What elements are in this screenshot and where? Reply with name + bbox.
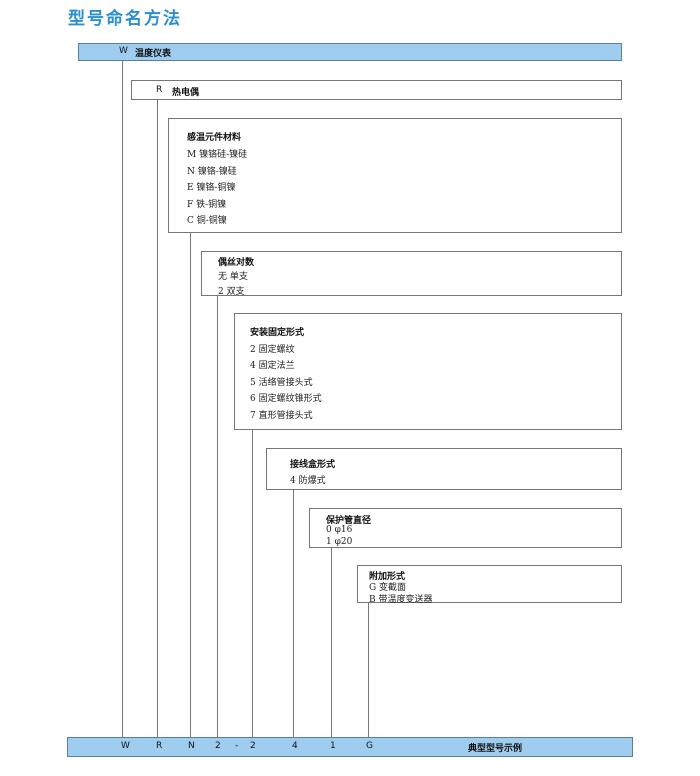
- wire-pairs-item: 无 单支: [218, 272, 248, 282]
- extra-heading: 附加形式: [369, 572, 406, 582]
- connector-w: [122, 61, 123, 737]
- example-code: W: [121, 741, 130, 751]
- mounting-item: 4 固定法兰: [250, 361, 295, 371]
- material-box: 感温元件材料 M 镍铬硅-镍硅 N 镍铬-镍硅 E 镍铬-铜镍 F 铁-铜镍 C…: [168, 118, 622, 233]
- wire-pairs-box: 偶丝对数 无 单支 2 双支: [201, 251, 622, 297]
- connector-r: [157, 99, 158, 737]
- connector-g: [368, 602, 369, 737]
- thermocouple-label: 热电偶: [172, 88, 200, 98]
- mounting-box: 安装固定形式 2 固定螺纹 4 固定法兰 5 活络管接头式 6 固定螺纹锥形式 …: [234, 313, 622, 430]
- extra-item: B 带温度变送器: [369, 595, 433, 605]
- mounting-heading: 安装固定形式: [250, 328, 305, 338]
- thermocouple-box: R 热电偶: [131, 80, 622, 100]
- material-item: N 镍铬-镍硅: [187, 167, 237, 177]
- wire-pairs-item: 2 双支: [218, 287, 245, 297]
- material-item: M 镍铬硅-镍硅: [187, 150, 248, 160]
- thermocouple-code: R: [156, 85, 163, 95]
- page-title: 型号命名方法: [68, 9, 182, 29]
- example-label: 典型型号示例: [468, 744, 523, 754]
- example-code: 4: [292, 741, 298, 751]
- extra-form-box: 附加形式 G 变截面 B 带温度变送器: [357, 565, 622, 605]
- example-bar: W R N 2 - 2 4 1 G 典型型号示例: [67, 737, 633, 757]
- connector-2b: [252, 429, 253, 737]
- top-bar-code: W: [119, 46, 128, 56]
- connector-4: [293, 489, 294, 737]
- top-bar-label: 温度仪表: [135, 49, 172, 59]
- connector-2a: [217, 295, 218, 737]
- mounting-item: 5 活络管接头式: [250, 378, 313, 388]
- example-code: 1: [330, 741, 336, 751]
- example-code: 2: [215, 741, 221, 751]
- example-code: -: [235, 741, 239, 751]
- tube-diameter-box: 保护管直径 0 φ16 1 φ20: [309, 508, 622, 548]
- tube-item: 1 φ20: [326, 537, 353, 547]
- tube-item: 0 φ16: [326, 525, 353, 535]
- mounting-item: 2 固定螺纹: [250, 345, 295, 355]
- material-item: C 铜-铜镍: [187, 216, 227, 226]
- wire-pairs-heading: 偶丝对数: [218, 258, 255, 268]
- example-code: G: [366, 741, 373, 751]
- connector-1: [331, 547, 332, 737]
- mounting-item: 6 固定螺纹锥形式: [250, 394, 322, 404]
- junction-box: 接线盒形式 4 防爆式: [266, 448, 622, 490]
- tube-heading: 保护管直径: [326, 516, 372, 526]
- example-code: 2: [250, 741, 256, 751]
- top-bar: W 温度仪表: [78, 43, 622, 61]
- material-item: F 铁-铜镍: [187, 200, 227, 210]
- material-item: E 镍铬-铜镍: [187, 183, 236, 193]
- extra-item: G 变截面: [369, 583, 407, 593]
- connector-n: [190, 232, 191, 737]
- example-code: N: [188, 741, 195, 751]
- junction-item: 4 防爆式: [290, 476, 326, 486]
- mounting-item: 7 直形管接头式: [250, 411, 313, 421]
- material-heading: 感温元件材料: [187, 133, 242, 143]
- junction-heading: 接线盒形式: [290, 460, 336, 470]
- example-code: R: [156, 741, 163, 751]
